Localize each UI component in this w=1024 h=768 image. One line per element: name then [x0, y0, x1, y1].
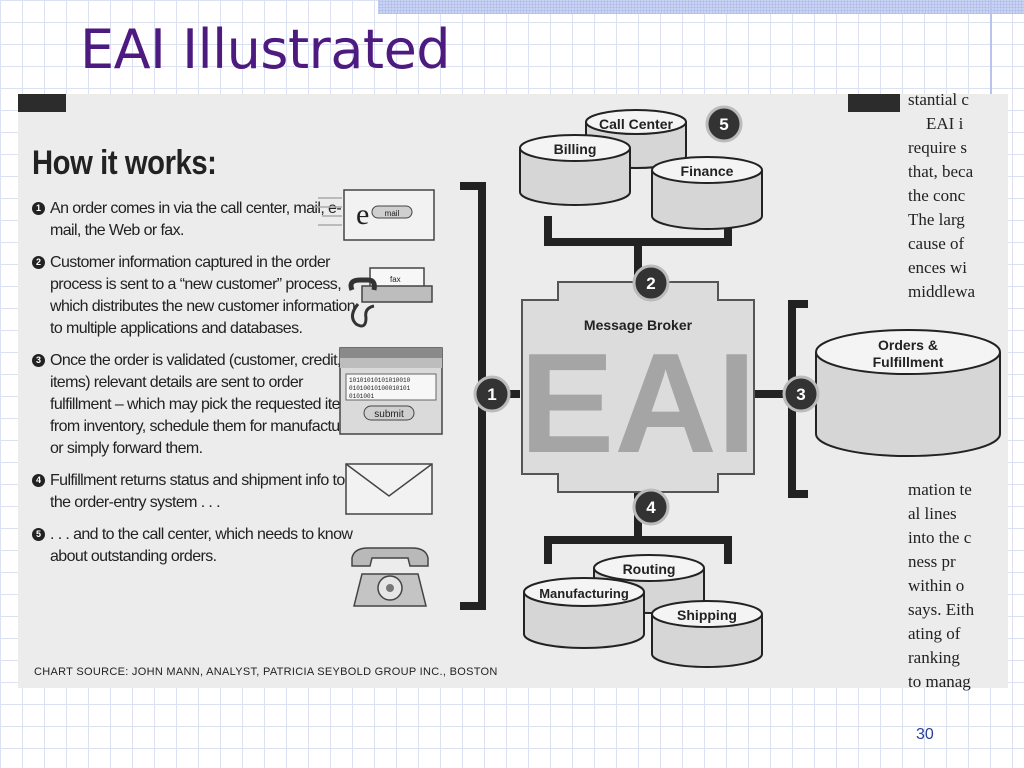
step-number-badge: 1 — [32, 202, 45, 215]
side-column-top: stantial c EAI i require s that, beca th… — [908, 88, 998, 306]
database-label: Finance — [681, 163, 734, 179]
binary-line: 10101010101010010 — [349, 377, 411, 384]
column-line: ness pr — [908, 552, 956, 571]
step-number-badge: 2 — [32, 256, 45, 269]
column-line: into the c — [908, 528, 972, 547]
column-line: that, beca — [908, 162, 974, 181]
column-line: The larg — [908, 210, 965, 229]
column-line: ences wi — [908, 258, 968, 277]
slide-title: EAI Illustrated — [80, 18, 451, 81]
step-marker-1: 1 — [473, 375, 511, 413]
step-item: 4 Fulfillment returns status and shipmen… — [32, 470, 362, 514]
step-number-badge: 3 — [32, 354, 45, 367]
column-line: stantial c — [908, 90, 969, 109]
fax-machine-icon: fax — [348, 267, 433, 328]
side-column-bottom: mation te al lines into the c ness pr wi… — [908, 478, 998, 692]
database-label: Routing — [623, 561, 676, 577]
step-item: 1 An order comes in via the call center,… — [32, 198, 362, 242]
step-item: 5 . . . and to the call center, which ne… — [32, 524, 362, 568]
step-item: 3 Once the order is validated (customer,… — [32, 350, 362, 460]
marker-number: 2 — [646, 274, 655, 293]
database-label: Call Center — [599, 116, 673, 132]
how-it-works-heading: How it works: — [32, 144, 217, 182]
step-marker-4: 4 — [632, 488, 670, 526]
column-line: ranking — [908, 648, 960, 667]
envelope-icon — [345, 463, 433, 515]
submit-button-label: submit — [374, 409, 404, 420]
column-line: ating of — [908, 624, 961, 643]
message-broker: EAI Message Broker — [520, 281, 757, 493]
database-call-center: Call Center — [585, 109, 687, 169]
column-line: al lines — [908, 504, 957, 523]
database-label: Fulfillment — [873, 354, 944, 370]
column-line: EAI i — [926, 114, 964, 133]
eai-diagram: EAI Message Broker Call Center Billing F… — [314, 105, 1001, 668]
message-broker-label: Message Broker — [584, 317, 693, 333]
bottom-bracket — [544, 536, 732, 564]
database-label: Shipping — [677, 607, 737, 623]
mail-button-label: mail — [385, 209, 400, 218]
step-text: Fulfillment returns status and shipment … — [50, 472, 345, 511]
top-decorative-band — [378, 0, 1024, 14]
marker-number: 4 — [646, 498, 656, 517]
fax-label: fax — [390, 275, 401, 284]
step-number-badge: 5 — [32, 528, 45, 541]
email-letter: e — [356, 198, 369, 231]
step-item: 2 Customer information captured in the o… — [32, 252, 362, 340]
email-device-icon: e mail — [314, 189, 435, 241]
marker-number: 3 — [796, 385, 805, 404]
step-text: Customer information captured in the ord… — [50, 254, 356, 337]
step-text: An order comes in via the call center, m… — [50, 200, 342, 239]
database-finance: Finance — [651, 156, 763, 230]
column-line: the conc — [908, 186, 966, 205]
database-billing: Billing — [519, 134, 631, 206]
figure-corner-bar-left — [18, 94, 66, 112]
column-line: to manag — [908, 672, 971, 691]
database-label: Manufacturing — [539, 586, 629, 601]
corner-decorative-line — [990, 0, 992, 96]
step-marker-5: 5 — [705, 105, 743, 143]
telephone-icon — [351, 547, 429, 607]
binary-line: 0101001 — [349, 393, 375, 400]
step-text: . . . and to the call center, which need… — [50, 526, 353, 565]
column-line: require s — [908, 138, 968, 157]
page-number: 30 — [916, 726, 934, 743]
chart-source: CHART SOURCE: JOHN MANN, ANALYST, PATRIC… — [34, 666, 498, 678]
column-line: cause of — [908, 234, 965, 253]
step-marker-2: 2 — [632, 264, 670, 302]
figure-corner-bar-right — [848, 94, 900, 112]
step-marker-3: 3 — [782, 375, 820, 413]
database-label: Orders & — [878, 337, 938, 353]
web-form-icon: 10101010101010010 01010010100010101 0101… — [339, 347, 443, 435]
binary-line: 01010010100010101 — [349, 385, 411, 392]
eai-figure: How it works: 1 An order comes in via th… — [18, 94, 1008, 688]
column-line: says. Eith — [908, 600, 975, 619]
database-orders-fulfillment: Orders & Fulfillment — [815, 329, 1001, 457]
steps-list: 1 An order comes in via the call center,… — [32, 198, 362, 578]
step-text: Once the order is validated (customer, c… — [50, 352, 361, 457]
marker-number: 5 — [719, 115, 728, 134]
column-line: within o — [908, 576, 965, 595]
database-shipping: Shipping — [651, 600, 763, 668]
database-manufacturing: Manufacturing — [523, 577, 645, 649]
column-line: mation te — [908, 480, 972, 499]
marker-number: 1 — [487, 385, 496, 404]
column-line: middlewa — [908, 282, 976, 301]
database-label: Billing — [554, 141, 597, 157]
eai-big-text: EAI — [520, 324, 757, 483]
step-number-badge: 4 — [32, 474, 45, 487]
